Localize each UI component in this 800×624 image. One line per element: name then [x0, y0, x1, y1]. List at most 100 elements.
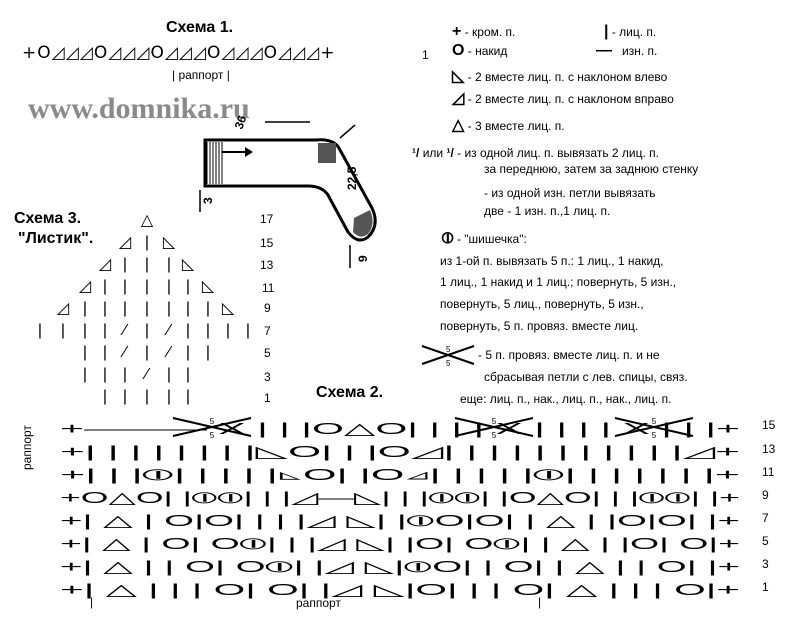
legend-k2tog-left: ◺ - 2 вместе лиц. п. с наклоном влево [452, 68, 668, 85]
svg-text:5: 5 [446, 345, 451, 354]
svg-text:|: | [103, 388, 107, 405]
legend-purl: — изн. п. [596, 42, 658, 59]
svg-text:|: | [83, 322, 87, 339]
sock-diagram: 36 22,5 3 9 [199, 113, 377, 268]
legend-inc-4: две - 1 изн. п.,1 лиц. п. [484, 204, 611, 218]
schema2-row-symbols: +| △ | | | O| O| |◿ ◺|O| | | O| △ | | | … [60, 582, 740, 599]
sock-stripes [206, 142, 223, 184]
svg-text:|: | [186, 322, 190, 339]
schema3-row-15: 15 [260, 236, 274, 250]
legend-inc: ¹/ или ¹/ - из одной лиц. п. вывязать 2 … [412, 146, 659, 160]
svg-text:|: | [167, 256, 171, 273]
sock-arrow-head [245, 147, 253, 157]
schema2-repeat-label: раппорт [296, 596, 341, 610]
legend-bobble-2: 1 лиц., 1 накид и 1 лиц.; повернуть, 5 и… [440, 275, 677, 289]
svg-text:|: | [123, 388, 127, 405]
schema2-row-7: 7 [762, 511, 769, 525]
schema1-row-number: 1 [422, 48, 429, 62]
svg-text:◿: ◿ [57, 300, 70, 317]
schema2-repeat-end: | [538, 595, 542, 609]
svg-text:◺: ◺ [182, 256, 195, 273]
svg-text:|: | [103, 366, 107, 383]
sock-dim-left: 3 [201, 197, 215, 204]
svg-text:5: 5 [210, 431, 215, 440]
svg-text:⁄: ⁄ [120, 344, 129, 361]
schema1-repeat-label: раппорт [178, 68, 224, 82]
svg-text:5: 5 [652, 417, 657, 426]
cross-icon: 55 [421, 345, 475, 368]
svg-text:|: | [123, 256, 127, 273]
schema2-row-symbols: +| △ | | O| O⦶| |◿ ◺|⦶O| | O| | △ | | O|… [60, 559, 740, 576]
sock-dim-top: 36 [232, 113, 250, 131]
svg-text:|: | [38, 322, 42, 339]
svg-text:5: 5 [652, 431, 657, 440]
svg-text:⁄: ⁄ [142, 366, 151, 383]
svg-text:|: | [246, 322, 250, 339]
svg-text:|: | [83, 344, 87, 361]
legend-bobble: ⦶ - "шишечка": [442, 230, 527, 247]
svg-text:◿: ◿ [79, 278, 92, 295]
svg-text:|: | [123, 300, 127, 317]
leaf-symbols: △ ◿|◺ ◿|||◺ ◿|||||◺ ◿|||||||◺ ||||⁄|⁄|||… [38, 212, 250, 405]
bobble-icon: ⦶ [442, 230, 454, 247]
svg-text:|: | [186, 344, 190, 361]
svg-text:|: | [167, 300, 171, 317]
svg-text:|: | [103, 278, 107, 295]
schema2-title: Схема 2. [316, 384, 384, 401]
schema2-row-5: 5 [762, 534, 769, 548]
svg-text:|: | [145, 278, 149, 295]
legend-cross-2: сбрасывая петли с лев. спицы, связ. [484, 370, 688, 384]
svg-text:|: | [123, 366, 127, 383]
svg-text:⁄: ⁄ [164, 322, 173, 339]
svg-text:|: | [123, 278, 127, 295]
schema2-row-symbols: +O△O| |⦶⦶| | |◿—◺| | |⦶⦶| |O△O| | |⦶⦶| |… [60, 490, 740, 507]
svg-text:|: | [83, 366, 87, 383]
schema3-row-3: 3 [264, 370, 271, 384]
svg-text:|: | [145, 388, 149, 405]
svg-text:|: | [186, 388, 190, 405]
sock-dim-side-tick [339, 124, 356, 139]
svg-text:◺: ◺ [202, 278, 215, 295]
legend-inc-3: - из одной изн. петли вывязать [484, 186, 656, 200]
svg-text:5: 5 [446, 359, 451, 368]
legend-k2tog-right: ◿ - 2 вместе лиц. п. с наклоном вправо [452, 90, 674, 107]
svg-text:|: | [145, 322, 149, 339]
schema2-row-symbols: +| | |⦶| | | | |◺O| |O◿| | | | |⦶| | | |… [60, 467, 740, 484]
legend-bobble-4: повернуть, 5 п. провяз. вместе лиц. [440, 319, 639, 333]
schema3-row-11: 11 [262, 281, 275, 295]
schema2-row-11: 11 [762, 465, 775, 479]
svg-text:5: 5 [210, 417, 215, 426]
svg-text:|: | [206, 322, 210, 339]
schema3-title: Схема 3. [14, 210, 82, 227]
legend-edge: + - кром. п. [452, 23, 516, 40]
svg-text:|: | [167, 278, 171, 295]
legend-cross-3: еще: лиц. п., нак., лиц. п., нак., лиц. … [460, 392, 672, 406]
schema2-crosses [172, 417, 694, 437]
legend-cross-1: - 5 п. провяз. вместе лиц. п. и не [478, 348, 660, 362]
svg-text:5: 5 [492, 431, 497, 440]
svg-text:△: △ [141, 212, 154, 229]
svg-text:|: | [145, 256, 149, 273]
schema1-title: Схема 1. [166, 19, 234, 36]
legend-yo: O - накид [452, 42, 508, 59]
schema2-cross-labels: 55 55 55 [210, 417, 657, 440]
svg-text:⁄: ⁄ [164, 344, 173, 361]
k3tog-icon: △ [452, 117, 465, 134]
schema2-row-1: 1 [762, 580, 769, 594]
sock-heel-mark [318, 143, 336, 163]
svg-text:|: | [167, 388, 171, 405]
schema2-row-13: 13 [762, 442, 776, 456]
svg-text:|: | [186, 278, 190, 295]
schema3-row-9: 9 [264, 301, 271, 315]
schema2-row-symbols: +| △ | O| O⦶| | |◿ ◺| |O| O⦶| | △ | |O| … [60, 536, 740, 553]
svg-text:|: | [61, 322, 65, 339]
svg-text:|: | [206, 344, 210, 361]
svg-text:◿: ◿ [99, 256, 112, 273]
svg-text:◺: ◺ [163, 234, 176, 251]
schema2-row-symbols: +——— X | | |O△O| | | | X | | | | X | | |… [60, 421, 740, 438]
schema2-repeat: | [90, 595, 94, 609]
svg-text:|: | [145, 344, 149, 361]
legend-knit: | - лиц. п. [604, 23, 657, 40]
k2tog-right-icon: ◿ [452, 90, 465, 107]
svg-text:|: | [103, 300, 107, 317]
